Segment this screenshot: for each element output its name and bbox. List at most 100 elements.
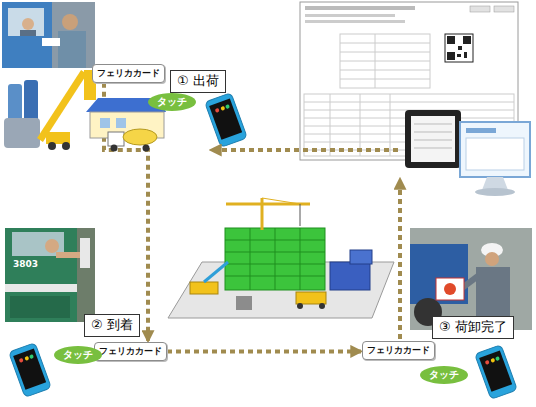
report-screenshot bbox=[463, 36, 471, 44]
construction-site bbox=[296, 292, 326, 304]
arrival-photo bbox=[5, 228, 95, 322]
smartphone bbox=[220, 106, 225, 111]
smartphone bbox=[205, 93, 248, 148]
smartphone bbox=[495, 356, 500, 361]
touch-badge: タッチ bbox=[420, 366, 468, 384]
report-screenshot bbox=[445, 34, 473, 62]
node-text: タッチ bbox=[63, 349, 93, 361]
node-text: タッチ bbox=[157, 96, 187, 108]
concrete-plant bbox=[62, 142, 70, 150]
shipping-photo bbox=[58, 31, 86, 68]
tablet bbox=[414, 132, 452, 133]
report-screenshot bbox=[447, 52, 455, 60]
arrival-photo bbox=[5, 228, 77, 322]
desktop-monitor bbox=[466, 128, 496, 133]
report-screenshot bbox=[340, 79, 430, 80]
shipping-photo bbox=[2, 2, 52, 68]
desktop-monitor bbox=[460, 122, 530, 196]
report-screenshot bbox=[340, 70, 430, 71]
tablet bbox=[405, 110, 461, 168]
concrete-plant bbox=[111, 145, 118, 152]
shipping-photo bbox=[22, 18, 34, 30]
node-text: フェリカカード bbox=[99, 346, 162, 357]
report-screenshot bbox=[390, 94, 391, 156]
report-screenshot bbox=[360, 94, 361, 156]
shipping-photo bbox=[8, 8, 44, 36]
report-screenshot bbox=[304, 102, 514, 103]
smartphone bbox=[9, 343, 52, 398]
smartphone bbox=[475, 345, 518, 400]
shipping-photo bbox=[2, 2, 95, 68]
tablet bbox=[405, 110, 461, 168]
arrival-photo bbox=[5, 284, 77, 292]
smartphone bbox=[24, 356, 29, 361]
construction-site bbox=[350, 250, 372, 264]
desktop-monitor bbox=[460, 122, 530, 177]
unloading-photo bbox=[410, 244, 468, 304]
concrete-plant bbox=[100, 118, 110, 128]
desktop-monitor bbox=[475, 188, 515, 196]
report-screenshot bbox=[458, 46, 462, 50]
tablet bbox=[411, 116, 455, 162]
concrete-plant bbox=[143, 145, 150, 152]
construction-site bbox=[330, 262, 370, 290]
tablet bbox=[414, 140, 452, 141]
smartphone bbox=[475, 345, 518, 400]
report-screenshot bbox=[447, 36, 455, 44]
report-screenshot bbox=[470, 6, 490, 12]
construction-site bbox=[297, 303, 303, 309]
data-flow-arrow bbox=[210, 150, 400, 339]
smartphone bbox=[205, 93, 248, 148]
arrival-photo bbox=[45, 239, 59, 253]
construction-site bbox=[204, 262, 228, 282]
construction-site bbox=[300, 204, 301, 226]
felica-card: フェリカカード bbox=[362, 341, 435, 360]
arrival-photo bbox=[80, 238, 90, 268]
smartphone bbox=[490, 358, 495, 363]
tablet bbox=[414, 124, 452, 125]
report-screenshot bbox=[340, 52, 430, 53]
concrete-plant bbox=[116, 118, 126, 128]
report-screenshot bbox=[305, 14, 395, 17]
shipping-photo bbox=[2, 2, 95, 68]
smartphone bbox=[9, 343, 52, 398]
node-text: フェリカカード bbox=[97, 68, 160, 79]
touch-badge: タッチ bbox=[148, 93, 196, 111]
smartphone bbox=[225, 104, 230, 109]
smartphone bbox=[485, 360, 490, 365]
smartphone bbox=[215, 108, 220, 113]
step-label-box: ② 到着 bbox=[84, 314, 140, 337]
node-text: タッチ bbox=[429, 369, 459, 381]
unloading-photo bbox=[476, 267, 510, 317]
construction-site bbox=[190, 282, 218, 294]
shipping-photo bbox=[62, 14, 78, 30]
smartphone bbox=[479, 350, 512, 391]
data-flow-arrow bbox=[398, 178, 402, 339]
construction-site bbox=[275, 228, 276, 290]
shipping-photo bbox=[20, 30, 36, 36]
data-flow-arrow bbox=[210, 148, 398, 152]
report-screenshot bbox=[340, 34, 430, 88]
felica-card: フェリカカード bbox=[94, 342, 167, 361]
felica-card: フェリカカード bbox=[92, 64, 165, 83]
construction-site bbox=[250, 228, 251, 290]
arrival-photo bbox=[5, 228, 95, 322]
construction-site bbox=[225, 228, 325, 290]
unloading-photo bbox=[436, 278, 464, 300]
smartphone bbox=[19, 358, 24, 363]
smartphone bbox=[29, 354, 34, 359]
truck-number: 3803 bbox=[13, 259, 38, 269]
smartphone bbox=[13, 348, 46, 389]
construction-site bbox=[168, 198, 394, 318]
report-screenshot bbox=[330, 94, 331, 156]
report-screenshot bbox=[457, 54, 461, 57]
report-screenshot bbox=[375, 34, 376, 88]
concrete-plant bbox=[123, 129, 157, 145]
tablet bbox=[414, 148, 452, 149]
node-text: ② 到着 bbox=[91, 317, 133, 334]
arrival-photo bbox=[10, 296, 70, 318]
smartphone bbox=[209, 98, 242, 139]
node-text: フェリカカード bbox=[367, 345, 430, 356]
